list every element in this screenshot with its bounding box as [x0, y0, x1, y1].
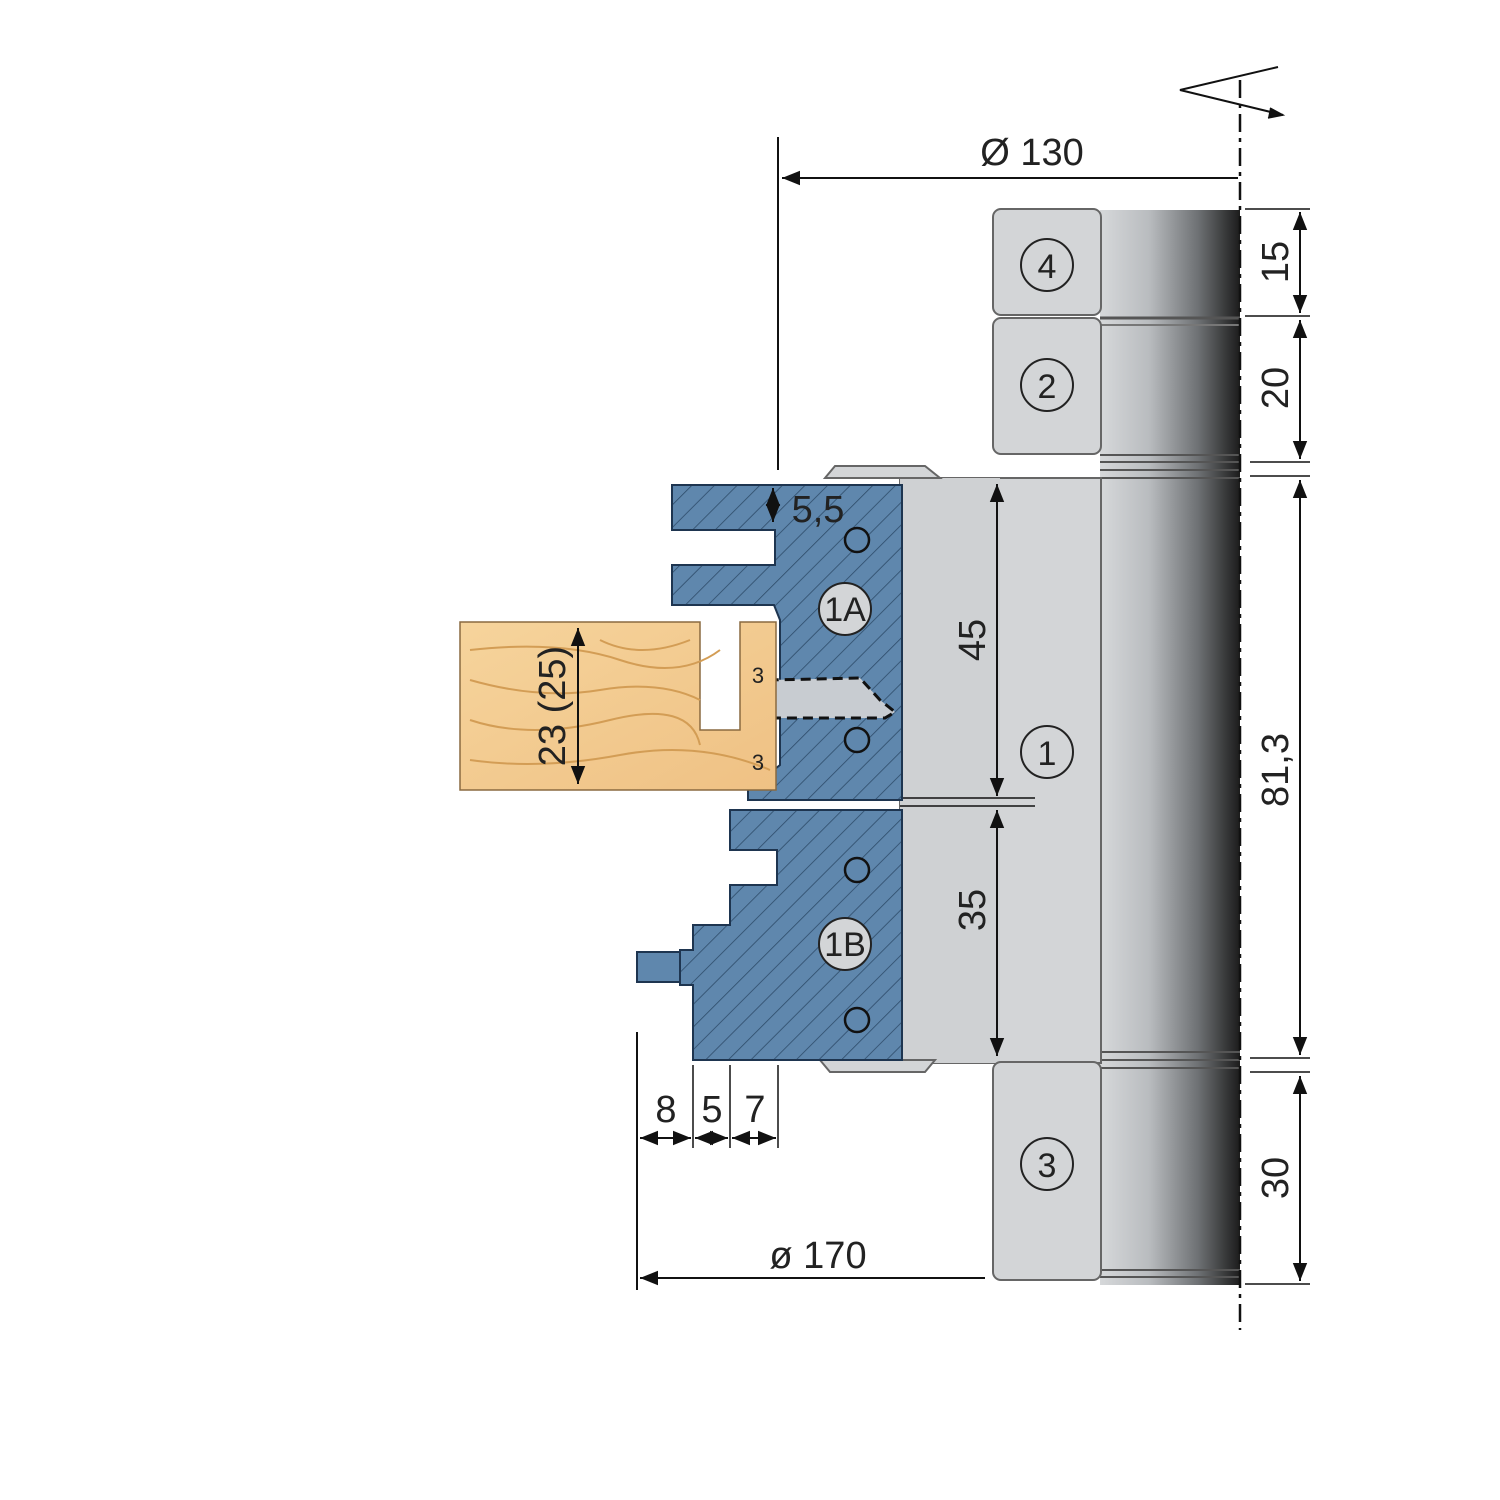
height-20-label: 20 [1255, 367, 1297, 409]
top-clamp-cap [822, 465, 943, 479]
gap-bottom-label: 3 [752, 750, 764, 775]
cutter-1b: 1B [636, 809, 903, 1061]
rotation-indicator [1179, 66, 1284, 116]
width-5-label: 5 [701, 1089, 722, 1131]
diameter-130-label: Ø 130 [980, 132, 1084, 174]
bottom-clamp-cap [817, 1059, 938, 1073]
height-35-label: 35 [952, 889, 994, 931]
height-45-label: 45 [952, 619, 994, 661]
height-15-label: 15 [1255, 241, 1297, 283]
spacer-ring-4: 4 [992, 208, 1102, 316]
spacer-ring-3: 3 [992, 1061, 1102, 1281]
cutter-tip [636, 951, 681, 983]
main-body-1: 1 [899, 477, 1102, 1064]
part-label-2: 2 [1038, 368, 1057, 406]
part-label-3: 3 [1038, 1147, 1057, 1185]
cutter-1a: 1A [671, 484, 903, 801]
width-7-label: 7 [744, 1089, 765, 1131]
spindle-body [1100, 210, 1240, 1285]
diameter-170-label: ø 170 [769, 1235, 866, 1277]
width-8-label: 8 [655, 1089, 676, 1131]
gap-top-label: 3 [752, 663, 764, 688]
part-label-1a: 1A [824, 591, 866, 629]
height-30-label: 30 [1255, 1157, 1297, 1199]
spacer-ring-2: 2 [992, 317, 1102, 455]
depth-5-5-label: 5,5 [792, 489, 845, 531]
part-label-1b: 1B [824, 926, 866, 964]
part-label-4: 4 [1038, 248, 1057, 286]
height-81-3-label: 81,3 [1255, 733, 1297, 807]
wood-board [459, 621, 777, 791]
board-thickness-label: 23 (25) [532, 646, 574, 766]
part-label-1: 1 [1038, 735, 1057, 773]
